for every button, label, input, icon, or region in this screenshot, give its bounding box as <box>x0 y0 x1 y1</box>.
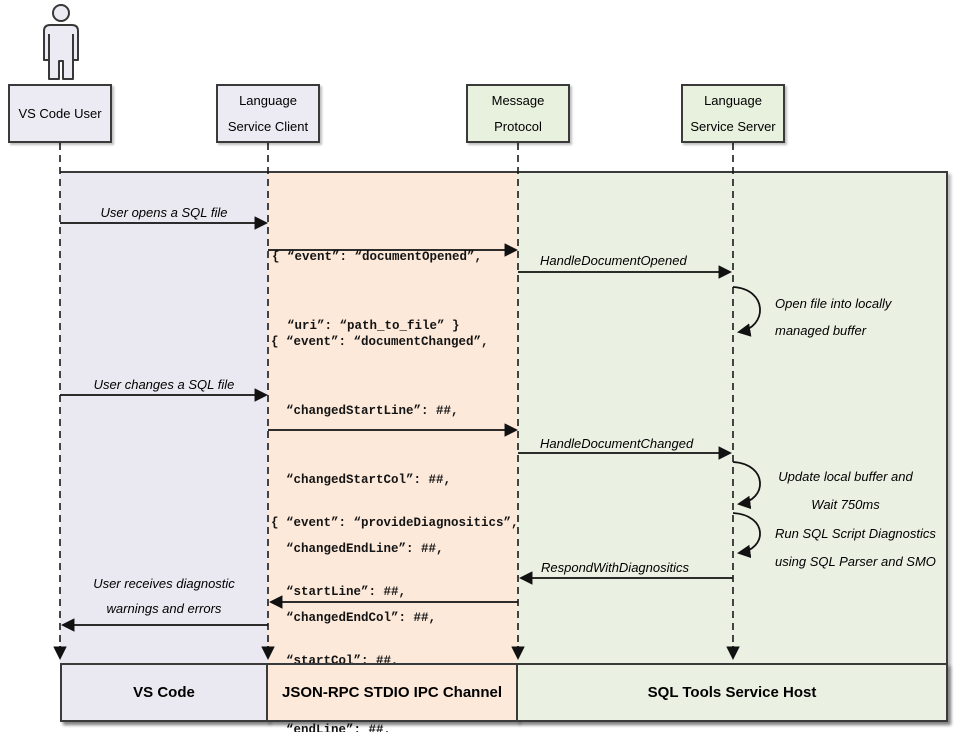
json-line: “startLine”: ##, <box>271 585 407 599</box>
label-respond-with-diagnostics: RespondWithDiagnositics <box>541 560 690 575</box>
label-handle-document-changed: HandleDocumentChanged <box>540 436 694 451</box>
label-user-receives-line1: User receives diagnostic <box>93 576 235 591</box>
label-note-update-buffer-line1: Update local buffer and <box>778 469 913 484</box>
actor-box-message-protocol: Message Protocol <box>466 84 570 143</box>
actor-box-language-service-client: Language Service Client <box>216 84 320 143</box>
json-line: “changedStartLine”: ##, <box>271 404 459 418</box>
json-line: { “event”: “provideDiagnositics”, <box>271 516 519 530</box>
self-loop-open-file <box>732 286 761 337</box>
actor-label: Service Client <box>227 118 309 134</box>
json-message-document-changed: { “event”: “documentChanged”, “changedSt… <box>271 285 511 732</box>
footer-box-vs-code: VS Code <box>60 663 268 722</box>
lane-vs-code <box>60 173 268 663</box>
json-line: “changedStartCol”: ##, <box>271 473 452 487</box>
footer-box-ipc-channel: JSON-RPC STDIO IPC Channel <box>266 663 518 722</box>
json-line: { “event”: “documentChanged”, <box>271 335 489 349</box>
label-note-open-file-line1: Open file into locally <box>775 296 892 311</box>
actor-label: Protocol <box>494 118 542 134</box>
footer-label: JSON-RPC STDIO IPC Channel <box>281 684 503 701</box>
user-actor-icon <box>43 4 79 80</box>
label-note-update-buffer-line2: Wait 750ms <box>811 497 880 512</box>
footer-label: VS Code <box>133 684 195 701</box>
actor-label: Service Server <box>690 118 776 134</box>
actor-label: VS Code User <box>18 105 102 121</box>
label-handle-document-opened: HandleDocumentOpened <box>540 253 687 268</box>
footer-box-sql-tools-service-host: SQL Tools Service Host <box>516 663 948 722</box>
self-loop-update-buffer <box>732 461 761 510</box>
self-loop-run-diagnostics <box>732 512 761 559</box>
label-note-run-diagnostics-line1: Run SQL Script Diagnostics <box>775 526 936 541</box>
json-message-document-opened: { “event”: “documentOpened”, “uri”: “pat… <box>272 200 482 384</box>
label-user-opens: User opens a SQL file <box>100 205 228 220</box>
footer-label: SQL Tools Service Host <box>647 684 817 701</box>
lane-ipc-channel <box>268 173 518 663</box>
json-line: “changedEndLine”: ##, <box>271 542 444 556</box>
actor-label: Language <box>704 92 762 108</box>
json-line: “uri”: “path_to_file” } <box>272 319 460 333</box>
json-message-provide-diagnostics: { “event”: “provideDiagnositics”, “start… <box>271 466 519 732</box>
label-user-changes: User changes a SQL file <box>93 377 235 392</box>
actor-label: Language <box>239 92 297 108</box>
actor-label: Message <box>491 92 545 108</box>
label-user-receives-line2: warnings and errors <box>106 601 222 616</box>
json-line: { “event”: “documentOpened”, <box>272 250 483 264</box>
label-note-open-file-line2: managed buffer <box>775 323 867 338</box>
label-note-run-diagnostics-line2: using SQL Parser and SMO <box>775 554 936 569</box>
json-line: “changedEndCol”: ##, <box>271 611 437 625</box>
actor-box-language-service-server: Language Service Server <box>681 84 785 143</box>
json-line: “endLine”: ##, <box>271 723 392 732</box>
actor-box-vs-code-user: VS Code User <box>8 84 112 143</box>
